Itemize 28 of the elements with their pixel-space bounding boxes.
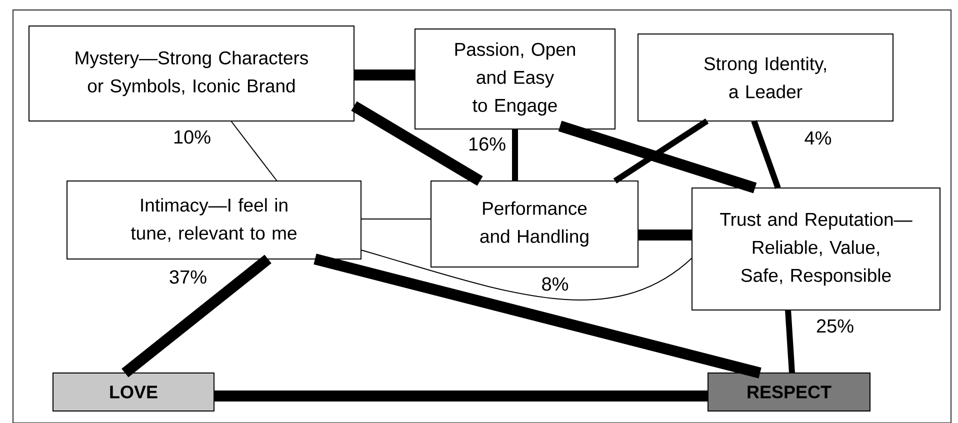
percentage-label: 8% bbox=[542, 277, 568, 291]
connector-line bbox=[230, 120, 278, 182]
text-box: Passion, Open and Easy to Engage bbox=[414, 28, 616, 130]
connector-line bbox=[638, 230, 692, 240]
text-box: Intimacy—I feel in tune, relevant to me bbox=[66, 180, 362, 260]
connector-line bbox=[351, 101, 483, 186]
text-box: Mystery—Strong Characters or Symbols, Iconic Brand bbox=[28, 26, 354, 122]
love-box: LOVE bbox=[52, 372, 214, 412]
text-box: Performance and Handling bbox=[430, 180, 638, 268]
connector-line bbox=[360, 218, 432, 220]
percentage-label: 25% bbox=[816, 319, 854, 333]
connector-line bbox=[122, 254, 272, 378]
connector-line bbox=[785, 310, 795, 374]
connector-line bbox=[214, 390, 708, 402]
connector-line bbox=[751, 120, 781, 190]
connector-line bbox=[360, 250, 692, 300]
connector-line bbox=[613, 118, 709, 184]
text-box: Trust and Reputation— Reliable, Value, Safe, Responsible bbox=[692, 188, 940, 310]
connector-line bbox=[354, 70, 415, 80]
respect-box: RESPECT bbox=[708, 372, 870, 412]
percentage-label: 10% bbox=[174, 130, 210, 144]
connector-line bbox=[512, 129, 518, 181]
connector-line bbox=[314, 254, 762, 378]
connector-line bbox=[558, 120, 757, 194]
percentage-label: 16% bbox=[469, 137, 506, 151]
percentage-label: 4% bbox=[804, 131, 832, 145]
text-box: Strong Identity, a Leader bbox=[638, 34, 894, 122]
percentage-label: 37% bbox=[170, 270, 206, 284]
